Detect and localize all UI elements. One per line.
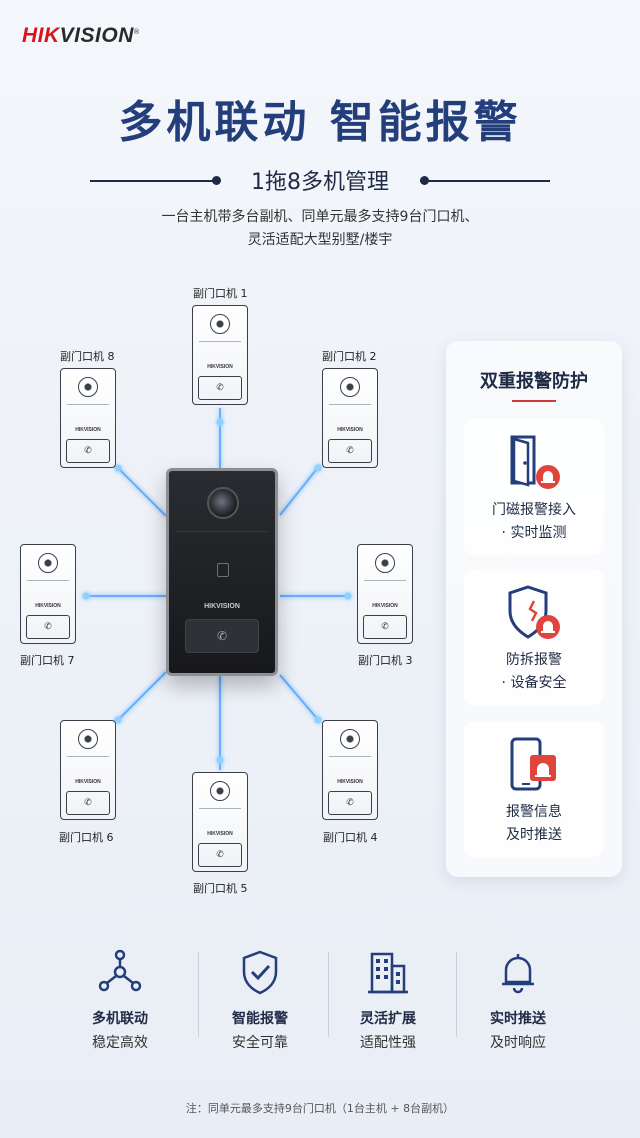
phone-icon: ✆ (216, 383, 224, 393)
sub-label-1: 副门口机 1 (193, 287, 248, 300)
sub-label-6: 副门口机 6 (59, 831, 114, 844)
building-icon (368, 952, 408, 994)
sub-label-4: 副门口机 4 (323, 831, 378, 844)
sub-door-station-2: HIKVISION ✆ (322, 368, 378, 468)
door-alarm-icon (510, 435, 560, 489)
bell-icon (502, 954, 534, 994)
camera-icon (78, 377, 98, 397)
card-line-2: · 实时监测 (501, 525, 567, 541)
link-8 (117, 467, 167, 517)
phone-icon: ✆ (381, 622, 389, 632)
camera-icon (210, 781, 230, 801)
link-6 (117, 671, 167, 721)
sub-door-station-4: HIKVISION ✆ (322, 720, 378, 820)
call-button: ✆ (363, 615, 407, 639)
main-door-station: HIKVISION ✆ (166, 468, 278, 676)
phone-icon: ✆ (346, 446, 354, 456)
description-line-2: 灵活适配大型别墅/楼宇 (247, 232, 393, 248)
subtitle-row: 1拖8多机管理 (0, 164, 640, 198)
sub-label-2: 副门口机 2 (322, 350, 377, 363)
sub-label-7: 副门口机 7 (20, 654, 75, 667)
call-button: ✆ (198, 843, 242, 867)
sub-door-station-6: HIKVISION ✆ (60, 720, 116, 820)
card-line-2: 及时推送 (506, 827, 562, 843)
sub-label-5: 副门口机 5 (193, 882, 248, 895)
description-line-1: 一台主机带多台副机、同单元最多支持9台门口机、 (161, 209, 479, 225)
panel-title: 双重报警防护 (480, 371, 588, 392)
camera-icon (340, 377, 360, 397)
link-2 (279, 464, 321, 516)
call-button: ✆ (328, 791, 372, 815)
network-icon (98, 949, 142, 992)
subtitle: 1拖8多机管理 (251, 170, 389, 195)
link-4 (279, 674, 321, 723)
camera-icon (375, 553, 395, 573)
camera-icon (78, 729, 98, 749)
call-button: ✆ (66, 439, 110, 463)
footnote: 注：同单元最多支持9台门口机（1台主机 + 8台副机） (185, 1102, 455, 1115)
card-line-1: 门磁报警接入 (492, 502, 576, 518)
shield-check-icon (242, 950, 278, 995)
feature-alarm: 智能报警 安全可靠 (200, 940, 320, 1051)
call-button: ✆ (185, 619, 259, 653)
sub-door-station-8: HIKVISION ✆ (60, 368, 116, 468)
alarm-card-tamper: 防拆报警 · 设备安全 (464, 569, 604, 705)
camera-icon (38, 553, 58, 573)
shield-alarm-icon (508, 585, 560, 639)
call-button: ✆ (198, 376, 242, 400)
call-button: ✆ (26, 615, 70, 639)
description: 一台主机带多台副机、同单元最多支持9台门口机、 灵活适配大型别墅/楼宇 (0, 206, 640, 252)
feature-row: 多机联动 稳定高效 智能报警 安全可靠 灵活扩展 适配性强 (60, 940, 600, 1051)
sub-door-station-1: HIKVISION ✆ (192, 305, 248, 405)
camera-icon (207, 487, 239, 519)
phone-icon: ✆ (84, 446, 92, 456)
card-line-1: 防拆报警 (506, 652, 562, 668)
feature-linkage: 多机联动 稳定高效 (60, 940, 180, 1051)
sub-door-station-5: HIKVISION ✆ (192, 772, 248, 872)
sub-label-3: 副门口机 3 (358, 654, 413, 667)
card-reader-icon (217, 563, 229, 577)
camera-icon (210, 314, 230, 334)
alarm-protection-panel: 双重报警防护 门磁报警接入 · 实时监测 防拆报警 · 设备安全 (446, 341, 622, 877)
card-line-2: · 设备安全 (501, 675, 567, 691)
sub-label-8: 副门口机 8 (60, 350, 115, 363)
card-line-1: 报警信息 (506, 804, 562, 820)
hikvision-logo: HIKVISION® (22, 24, 140, 47)
phone-icon: ✆ (216, 629, 228, 643)
page-title: 多机联动 智能报警 (118, 97, 522, 148)
phone-alarm-icon (510, 737, 556, 791)
phone-icon: ✆ (346, 798, 354, 808)
camera-icon (340, 729, 360, 749)
sub-door-station-7: HIKVISION ✆ (20, 544, 76, 644)
feature-push: 实时推送 及时响应 (458, 940, 578, 1051)
feature-expand: 灵活扩展 适配性强 (328, 940, 448, 1051)
alarm-card-door: 门磁报警接入 · 实时监测 (464, 419, 604, 555)
phone-icon: ✆ (44, 622, 52, 632)
call-button: ✆ (328, 439, 372, 463)
alarm-card-push: 报警信息 及时推送 (464, 721, 604, 857)
sub-door-station-3: HIKVISION ✆ (357, 544, 413, 644)
call-button: ✆ (66, 791, 110, 815)
phone-icon: ✆ (216, 850, 224, 860)
phone-icon: ✆ (84, 798, 92, 808)
